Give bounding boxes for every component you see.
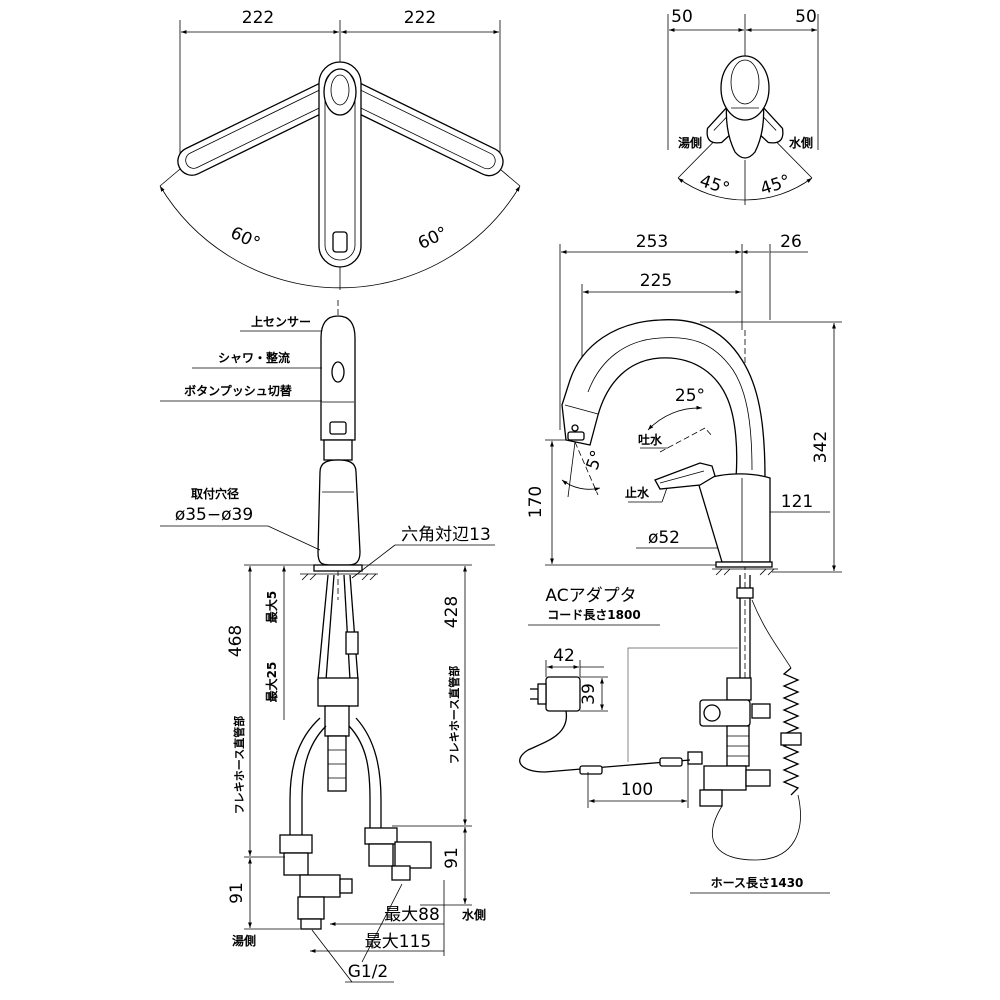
front-leader-lines: [160, 330, 495, 579]
top-plan-view: 222 222 60° 60°: [159, 8, 521, 290]
top-angle-left: 60°: [227, 223, 263, 254]
side-dim-342: 342: [811, 431, 831, 463]
dim-91-right: 91: [442, 847, 462, 869]
cold-water-valve: [364, 827, 432, 881]
hose-length-label: ホース長さ1430: [711, 875, 804, 890]
hot-water-valve: [279, 834, 353, 930]
spout-center-position: [318, 61, 362, 268]
adapter-title: ACアダプタ: [545, 586, 636, 606]
handle-cold-side: 水側: [789, 135, 813, 150]
side-countertop: [712, 568, 778, 576]
side-dim-170: 170: [526, 486, 546, 518]
handle-dim-left: 50: [671, 7, 693, 27]
adapter-dimension-lines: [528, 624, 830, 894]
hose-left-dim: 468: [226, 625, 246, 657]
adapter-dim-42: 42: [553, 646, 575, 666]
shower-label: シャワ・整流: [218, 350, 290, 365]
mounting-hole-diameter: ø35−ø39: [175, 505, 253, 525]
top-dim-right: 222: [404, 8, 436, 28]
button-switch-label: ボタンプッシュ切替: [184, 383, 293, 398]
handle-center: [720, 55, 770, 159]
ac-adapter: [519, 676, 691, 775]
side-dim-253: 253: [636, 232, 668, 252]
handle-angle-right: 45°: [758, 171, 793, 199]
hex-size-label: 六角対辺13: [401, 525, 491, 545]
front-dimension-lines: [244, 564, 472, 983]
side-dim-26: 26: [780, 232, 802, 252]
pull-out-hose: [627, 599, 802, 861]
side-lever: [654, 462, 716, 490]
supply-pipe: [736, 575, 754, 680]
adapter-cord-length: コード長さ1800: [547, 607, 640, 622]
hose-right-label: フレキホース直管部: [447, 666, 461, 764]
solenoid-valve-unit: [687, 677, 771, 807]
side-spout: [561, 319, 766, 479]
mounting-hole-label: 取付穴径: [191, 486, 239, 501]
dim-91-left: 91: [227, 882, 247, 904]
under-counter-assembly: ACアダプタ コード長さ1800 42 39 100 ホース長さ1430: [519, 575, 830, 894]
top-dim-left: 222: [242, 8, 274, 28]
front-spout-body: [313, 459, 363, 572]
adapter-dim-39: 39: [579, 683, 599, 705]
adapter-dim-100: 100: [621, 780, 653, 800]
side-dimension-lines: [545, 244, 842, 573]
hose-left-label: フレキホース直管部: [232, 716, 246, 814]
front-hot-side: 湯側: [232, 933, 256, 948]
side-base: [697, 473, 773, 568]
handle-dim-right: 50: [795, 7, 817, 27]
handle-top-view: 50 50 湯側 水側 45° 45°: [667, 7, 819, 205]
side-view: 253 26 225 342 25° 吐水 5° 止水 170 121 ø52: [526, 232, 842, 700]
max-88-label: 最大88: [384, 905, 440, 925]
front-supply-hoses: [289, 574, 382, 835]
top-angle-right: 60°: [415, 223, 451, 254]
front-view: 上センサー シャワ・整流 ボタンプッシュ切替 取付穴径 ø35−ø39 六角対辺…: [160, 300, 495, 983]
side-dia-52: ø52: [648, 528, 680, 548]
side-dim-225: 225: [640, 271, 672, 291]
handle-angle-left: 45°: [697, 171, 732, 199]
front-spray-head: [320, 315, 356, 461]
max-115-label: 最大115: [365, 932, 431, 952]
side-angle-markers: [561, 405, 713, 503]
front-countertop: [300, 573, 378, 581]
side-dim-121: 121: [781, 492, 813, 512]
handle-hot-side: 湯側: [678, 135, 702, 150]
thread-size-label: G1/2: [348, 962, 389, 982]
max-25-label: 最大25: [264, 662, 279, 703]
hose-right-dim: 428: [442, 596, 462, 628]
side-water-off: 止水: [625, 485, 650, 500]
side-water-on: 吐水: [638, 432, 663, 447]
side-angle-25: 25°: [675, 386, 705, 406]
front-cold-side: 水側: [462, 907, 486, 922]
max-5-label: 最大5: [264, 591, 279, 623]
sensor-label: 上センサー: [251, 314, 311, 329]
